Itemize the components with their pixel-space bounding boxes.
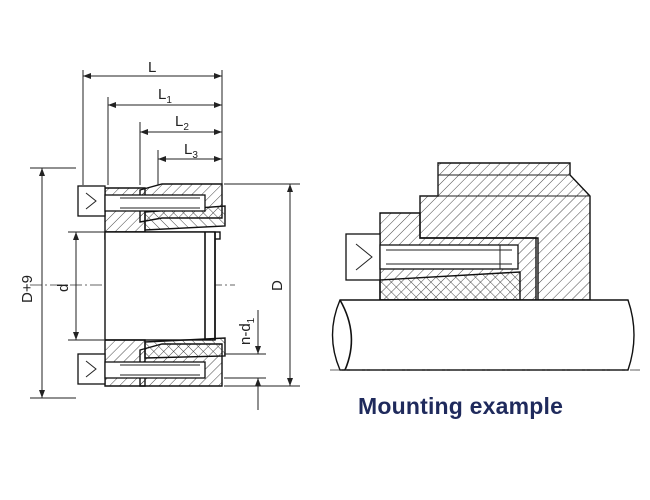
dim-label-L: L [148,59,156,76]
screw-head-icon [77,185,106,217]
top-clamp-section [77,183,226,240]
left-section-view: L L1 L2 L3 D+9 d D n-d1 [19,59,300,410]
dim-label-d: d [55,284,72,292]
dim-label-L2: L2 [175,113,189,133]
dim-label-nd1: n-d1 [237,317,257,345]
dim-label-D: D [269,280,286,291]
mounting-screw-shank [379,244,519,270]
dim-label-L1: L1 [158,86,172,106]
mounting-screw-head-icon [345,233,381,281]
shaft [331,299,635,371]
bore-section [104,231,216,341]
mounting-example-view [330,162,640,371]
dim-label-L3: L3 [184,141,198,161]
bottom-clamp-section [77,337,226,387]
caption-mounting-example: Mounting example [358,393,564,419]
screw-head-icon-2 [77,353,106,385]
dim-label-D9: D+9 [19,275,36,303]
